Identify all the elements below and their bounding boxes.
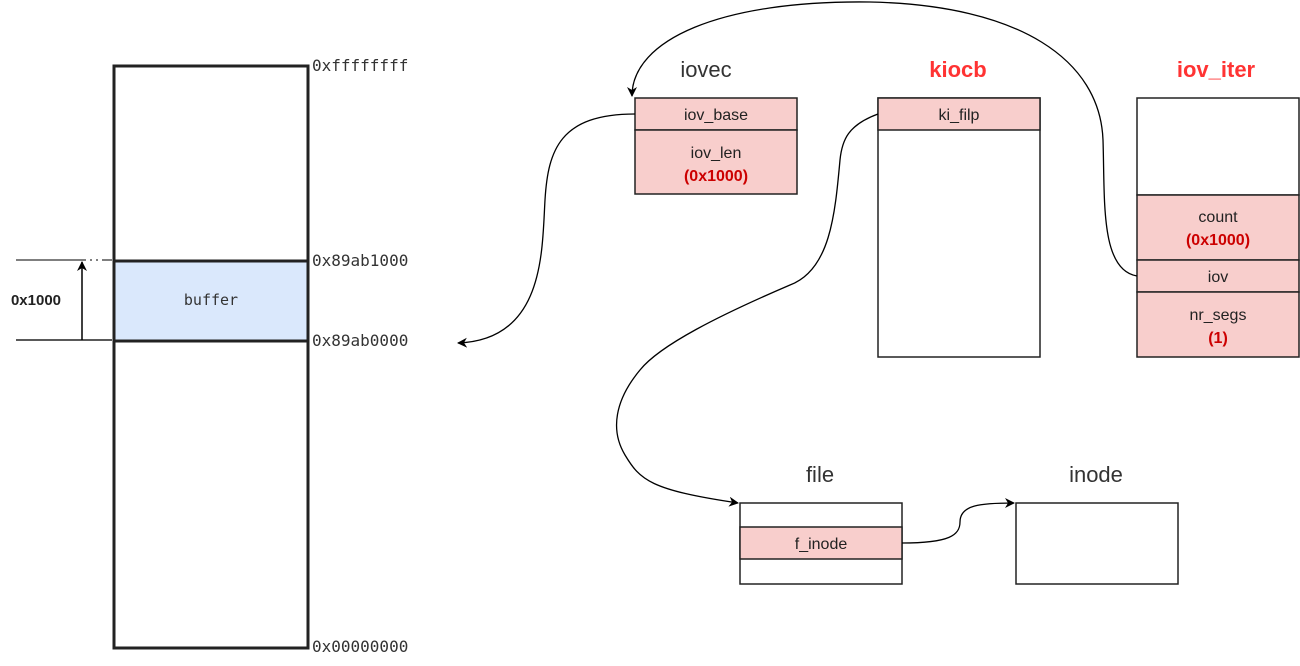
- address-bottom: 0x00000000: [312, 637, 408, 656]
- kiocb-field-ki-filp-label: ki_filp: [939, 107, 980, 124]
- iovec-field-iov-base[interactable]: [634, 97, 798, 131]
- kiocb-body: [877, 97, 1041, 358]
- edge-iov-to-iovec: [627, 1, 1138, 277]
- iovec-field-iov-len-value: (0x1000): [684, 168, 748, 185]
- iov-iter-title: iov_iter: [1177, 57, 1256, 82]
- buffer-label: buffer: [184, 291, 238, 309]
- iovec-field-iov-base-label: iov_base: [684, 107, 748, 124]
- file-title: file: [806, 462, 834, 487]
- iov-iter-field-count-value: (0x1000): [1186, 232, 1250, 249]
- memory-lower-region: [112, 339, 310, 650]
- inode-title: inode: [1069, 462, 1123, 487]
- memory-upper-region: [112, 64, 310, 263]
- struct-inode[interactable]: inode: [1015, 462, 1179, 585]
- kiocb-title: kiocb: [929, 57, 986, 82]
- kiocb-field-ki-filp[interactable]: [877, 97, 1041, 131]
- iov-iter-field-nr-segs-value: (1): [1208, 330, 1228, 347]
- address-buffer-start: 0x89ab0000: [312, 331, 408, 350]
- iovec-title: iovec: [680, 57, 731, 82]
- struct-iov-iter[interactable]: iov_iter count (0x1000) iov nr_segs (1): [1136, 57, 1300, 358]
- iov-iter-field-nr-segs[interactable]: [1136, 291, 1300, 358]
- buffer-region[interactable]: [112, 259, 310, 343]
- edge-ki-filp-to-file: [615, 113, 879, 507]
- iov-iter-field-iov-label: iov: [1208, 269, 1228, 286]
- memory-layout: buffer 0xffffffff 0x89ab1000 0x89ab0000 …: [11, 56, 408, 656]
- struct-kiocb[interactable]: kiocb ki_filp: [877, 57, 1041, 358]
- edge-f-inode-to-inode: [901, 498, 1015, 544]
- iov-iter-field-count[interactable]: [1136, 194, 1300, 261]
- iov-iter-field-nr-segs-label: nr_segs: [1190, 307, 1247, 324]
- iov-iter-field-count-label: count: [1198, 209, 1238, 226]
- iovec-field-iov-len-label: iov_len: [691, 145, 742, 162]
- struct-file[interactable]: file f_inode: [739, 462, 903, 585]
- inode-body[interactable]: [1015, 502, 1179, 585]
- struct-iovec[interactable]: iovec iov_base iov_len (0x1000): [634, 57, 798, 195]
- address-buffer-end: 0x89ab1000: [312, 251, 408, 270]
- size-label: 0x1000: [11, 292, 61, 309]
- address-top: 0xffffffff: [312, 56, 408, 75]
- file-field-f-inode-label: f_inode: [795, 536, 848, 553]
- iov-iter-body: [1136, 97, 1300, 196]
- iovec-field-iov-len[interactable]: [634, 129, 798, 195]
- edge-iov-base-to-buffer: [457, 113, 636, 348]
